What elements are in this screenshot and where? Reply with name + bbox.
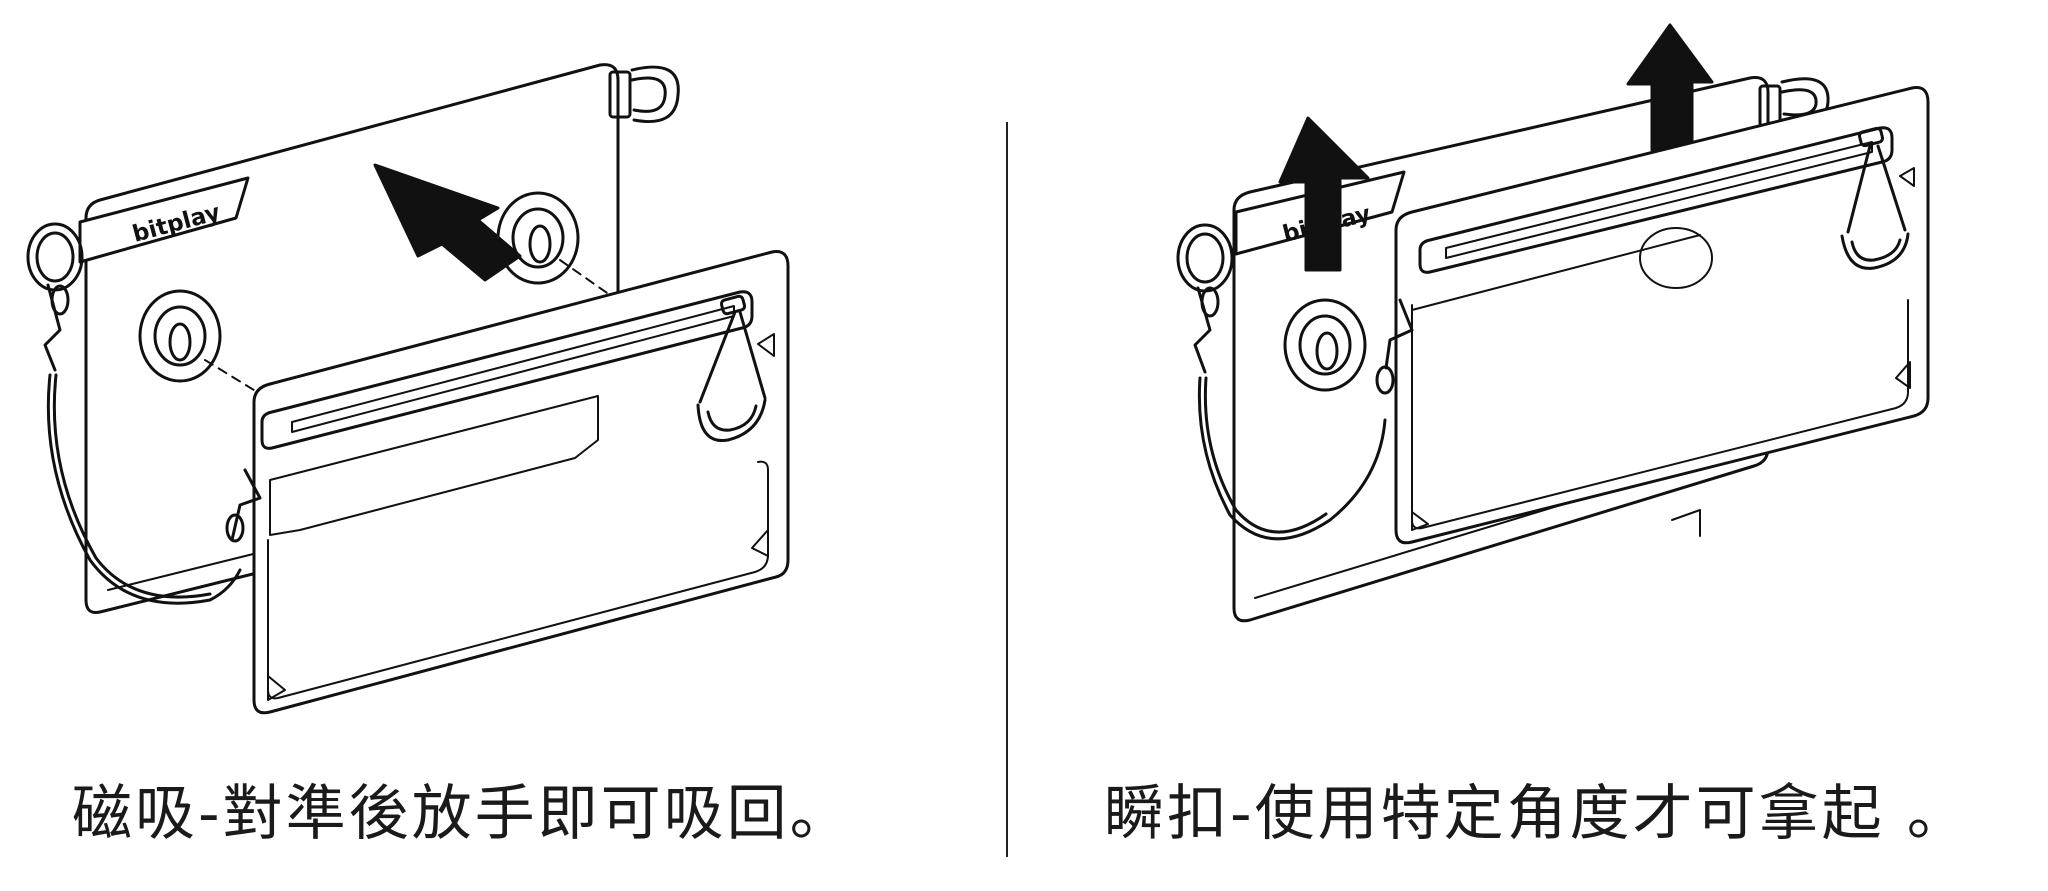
d-ring-icon	[630, 65, 680, 124]
arrow-up-icon	[1278, 116, 1370, 272]
alignment-guides	[204, 259, 611, 396]
panel-divider	[1006, 122, 1008, 857]
magnet-circle-icon	[1283, 298, 1367, 392]
arrow-diagonal-icon	[373, 163, 522, 282]
carabiner-icon	[1200, 286, 1220, 318]
ring-loop	[608, 70, 632, 119]
caption-magnet: 磁吸-對準後放手即可吸回。	[72, 779, 853, 849]
lanyard-cord	[43, 283, 262, 605]
caption-snap: 瞬扣-使用特定角度才可拿起 。	[1104, 779, 1970, 849]
magnet-circle-icon	[138, 289, 222, 383]
left-panel: bitplay	[26, 63, 790, 715]
zipper-bar	[260, 290, 754, 450]
carabiner-icon	[225, 513, 245, 543]
front-pouch	[1394, 86, 1930, 545]
zipper-pull-icon	[1857, 126, 1885, 148]
right-panel: bitplay	[1176, 23, 1930, 623]
lanyard-cord	[1193, 286, 1414, 541]
carabiner-icon	[50, 284, 70, 316]
front-pouch	[252, 250, 790, 715]
